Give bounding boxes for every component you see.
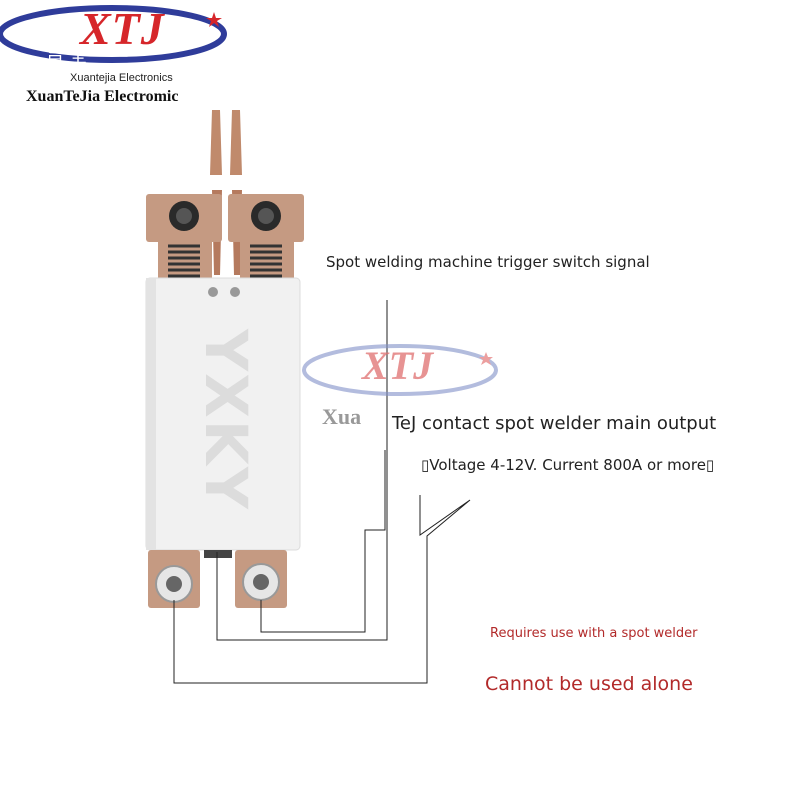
watermark-ring-icon bbox=[302, 344, 498, 396]
wiring-lines bbox=[173, 300, 471, 684]
logo-ring-icon bbox=[0, 5, 227, 63]
warning-label: Cannot be used alone bbox=[485, 673, 693, 695]
trigger-signal-label: Spot welding machine trigger switch sign… bbox=[326, 253, 650, 271]
main-output-label: TeJ contact spot welder main output bbox=[392, 413, 717, 434]
springs-icon bbox=[168, 244, 282, 278]
clamp-blocks-icon bbox=[146, 194, 304, 280]
requirement-label: Requires use with a spot welder bbox=[490, 626, 698, 641]
logo-cn-glyphs: 旨 全 bbox=[46, 46, 88, 66]
logo-subtitle: Xuantejia Electronics bbox=[70, 72, 173, 84]
watermark-mark: XTJ bbox=[362, 343, 434, 388]
spec-label: ▯Voltage 4-12V. Current 800A or more▯ bbox=[421, 456, 715, 474]
brand-name: XuanTeJia Electromic bbox=[26, 88, 179, 105]
electrode-tips-icon bbox=[210, 110, 242, 275]
watermark-brand: Xua bbox=[322, 404, 362, 429]
logo-mark: XTJ bbox=[80, 3, 165, 54]
brand-logo: XTJ 旨 全 Xuantejia Electronics XuanTeJia … bbox=[0, 0, 240, 110]
device-body-text: YXKY bbox=[192, 329, 260, 511]
terminal-blocks-icon bbox=[148, 550, 287, 608]
